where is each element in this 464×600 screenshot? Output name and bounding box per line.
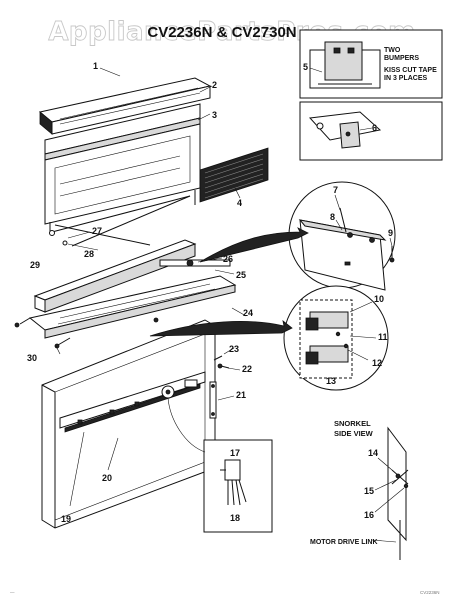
- motor-drive-link-label: MOTOR DRIVE LINK: [310, 539, 378, 546]
- callout-28: 28: [84, 249, 94, 259]
- snorkel-title-line1: SNORKEL: [334, 419, 371, 428]
- diagram-title: CV2236N & CV2730N: [147, 24, 296, 41]
- part-24-tray: [14, 275, 237, 349]
- callout-4: 4: [237, 198, 242, 208]
- callout-22: 22: [242, 364, 252, 374]
- leader-lines: [55, 67, 405, 543]
- callout-25: 25: [236, 270, 246, 280]
- annotation-notes: TWO BUMPERS KISS CUT TAPE IN 3 PLACES SN…: [310, 47, 437, 546]
- callout-2: 2: [212, 80, 217, 90]
- callout-14: 14: [368, 448, 378, 458]
- note-tape-line2: IN 3 PLACES: [384, 75, 428, 82]
- leader-to-connector: [167, 397, 206, 453]
- footer-right-mark: CV2236N: [420, 590, 440, 595]
- callout-13: 13: [326, 376, 336, 386]
- control-strip: [59, 371, 206, 433]
- callout-5: 5: [303, 62, 308, 72]
- callout-7: 7: [333, 185, 338, 195]
- magnified-detail-7-8: [288, 181, 396, 291]
- inset-bracket-box: [299, 101, 443, 161]
- footer-left-mark: —: [10, 590, 15, 595]
- callout-1: 1: [93, 61, 98, 71]
- snorkel-side-view: [387, 426, 409, 560]
- arrow-to-detail-7-8: [199, 227, 309, 263]
- callout-20: 20: [102, 473, 112, 483]
- callout-12: 12: [372, 358, 382, 368]
- inset-bumpers-box: [299, 29, 443, 99]
- part-4-filter-grille: [199, 147, 269, 203]
- callout-24: 24: [243, 308, 253, 318]
- callout-6: 6: [372, 123, 377, 133]
- callout-16: 16: [364, 510, 374, 520]
- note-tape-line1: KISS CUT TAPE: [384, 67, 437, 74]
- callout-27: 27: [92, 226, 102, 236]
- callout-23: 23: [229, 344, 239, 354]
- part-21-handle: [209, 381, 217, 419]
- callout-26: 26: [223, 254, 233, 264]
- part-9-screw: [389, 246, 395, 263]
- part-22-23-screws: [213, 355, 230, 369]
- snorkel-title-line2: SIDE VIEW: [334, 429, 374, 438]
- callout-10: 10: [374, 294, 384, 304]
- note-bumpers-line2: BUMPERS: [384, 55, 419, 62]
- note-bumpers-line1: TWO: [384, 47, 401, 54]
- callout-9: 9: [388, 228, 393, 238]
- callout-8: 8: [330, 212, 335, 222]
- callout-17: 17: [230, 448, 240, 458]
- magnified-detail-10-13: [283, 285, 389, 391]
- callout-3: 3: [212, 110, 217, 120]
- callout-18: 18: [230, 513, 240, 523]
- callout-19: 19: [61, 514, 71, 524]
- part-26-rail: [159, 259, 231, 267]
- callout-15: 15: [364, 486, 374, 496]
- inset-connector-box: [203, 439, 273, 533]
- callout-numbers: 1 2 3 4 5 6 7 8 9 10 11 12 13 14 15 16 1…: [27, 61, 393, 524]
- support-rods: [49, 195, 191, 247]
- arrow-to-detail-10-13: [149, 320, 293, 337]
- part-1-top-cover: [38, 77, 212, 135]
- callout-30: 30: [27, 353, 37, 363]
- callout-29: 29: [30, 260, 40, 270]
- part-25-lid-panel: [33, 239, 197, 313]
- callout-11: 11: [378, 332, 388, 342]
- callout-21: 21: [236, 390, 246, 400]
